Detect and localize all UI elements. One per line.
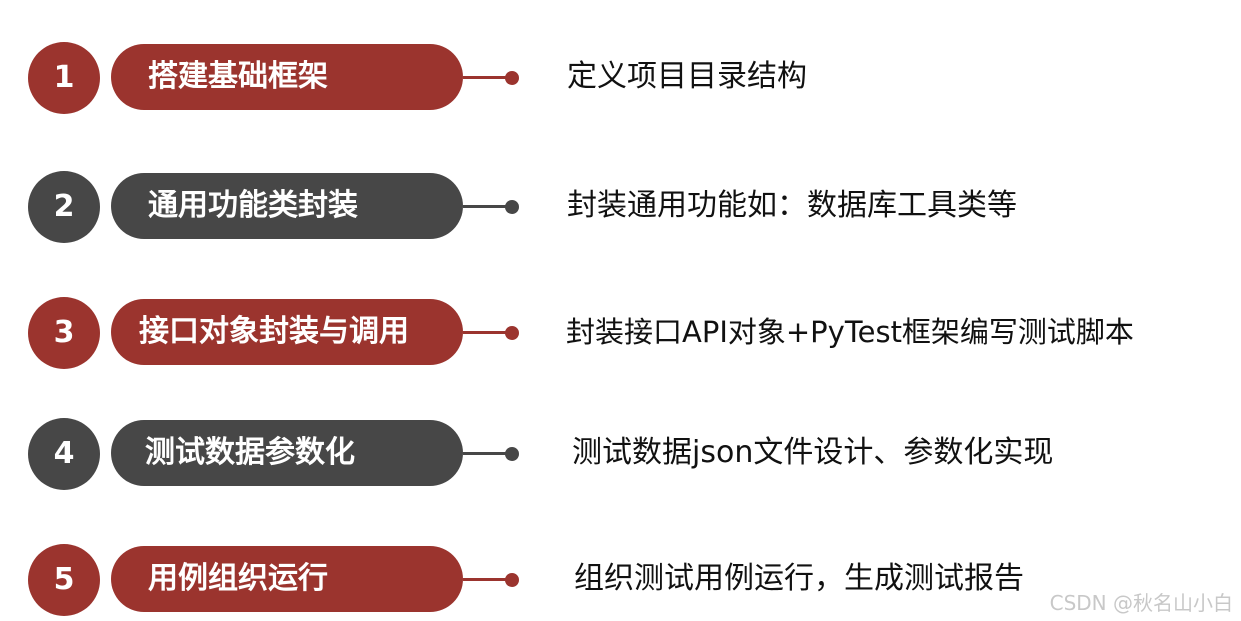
step-row-5: 5 用例组织运行 组织测试用例运行，生成测试报告 (0, 540, 1241, 620)
step-row-4: 4 测试数据参数化 测试数据json文件设计、参数化实现 (0, 414, 1241, 494)
step-description: 定义项目目录结构 (567, 59, 807, 94)
connector-dot (505, 200, 519, 214)
connector-line (463, 76, 509, 79)
step-title-pill: 通用功能类封装 (111, 173, 463, 239)
step-number-badge: 1 (28, 42, 100, 114)
step-number-badge: 3 (28, 297, 100, 369)
step-description: 封装接口API对象+PyTest框架编写测试脚本 (566, 315, 1134, 349)
step-number-badge: 4 (28, 418, 100, 490)
connector-line (463, 331, 509, 334)
step-description: 组织测试用例运行，生成测试报告 (574, 561, 1024, 596)
watermark-text: CSDN @秋名山小白 (1049, 591, 1233, 615)
step-number-badge: 2 (28, 171, 100, 243)
step-row-2: 2 通用功能类封装 封装通用功能如：数据库工具类等 (0, 167, 1241, 247)
connector-line (463, 578, 509, 581)
step-title-pill: 搭建基础框架 (111, 44, 463, 110)
connector-line (463, 205, 509, 208)
step-description: 封装通用功能如：数据库工具类等 (567, 188, 1017, 223)
step-description: 测试数据json文件设计、参数化实现 (572, 435, 1054, 470)
connector-dot (505, 447, 519, 461)
connector-dot (505, 71, 519, 85)
step-title-pill: 接口对象封装与调用 (111, 299, 463, 365)
step-row-3: 3 接口对象封装与调用 封装接口API对象+PyTest框架编写测试脚本 (0, 293, 1241, 373)
connector-dot (505, 573, 519, 587)
connector-dot (505, 326, 519, 340)
connector-line (463, 452, 509, 455)
step-title-pill: 用例组织运行 (111, 546, 463, 612)
step-row-1: 1 搭建基础框架 定义项目目录结构 (0, 38, 1241, 118)
step-title-pill: 测试数据参数化 (111, 420, 463, 486)
step-number-badge: 5 (28, 544, 100, 616)
